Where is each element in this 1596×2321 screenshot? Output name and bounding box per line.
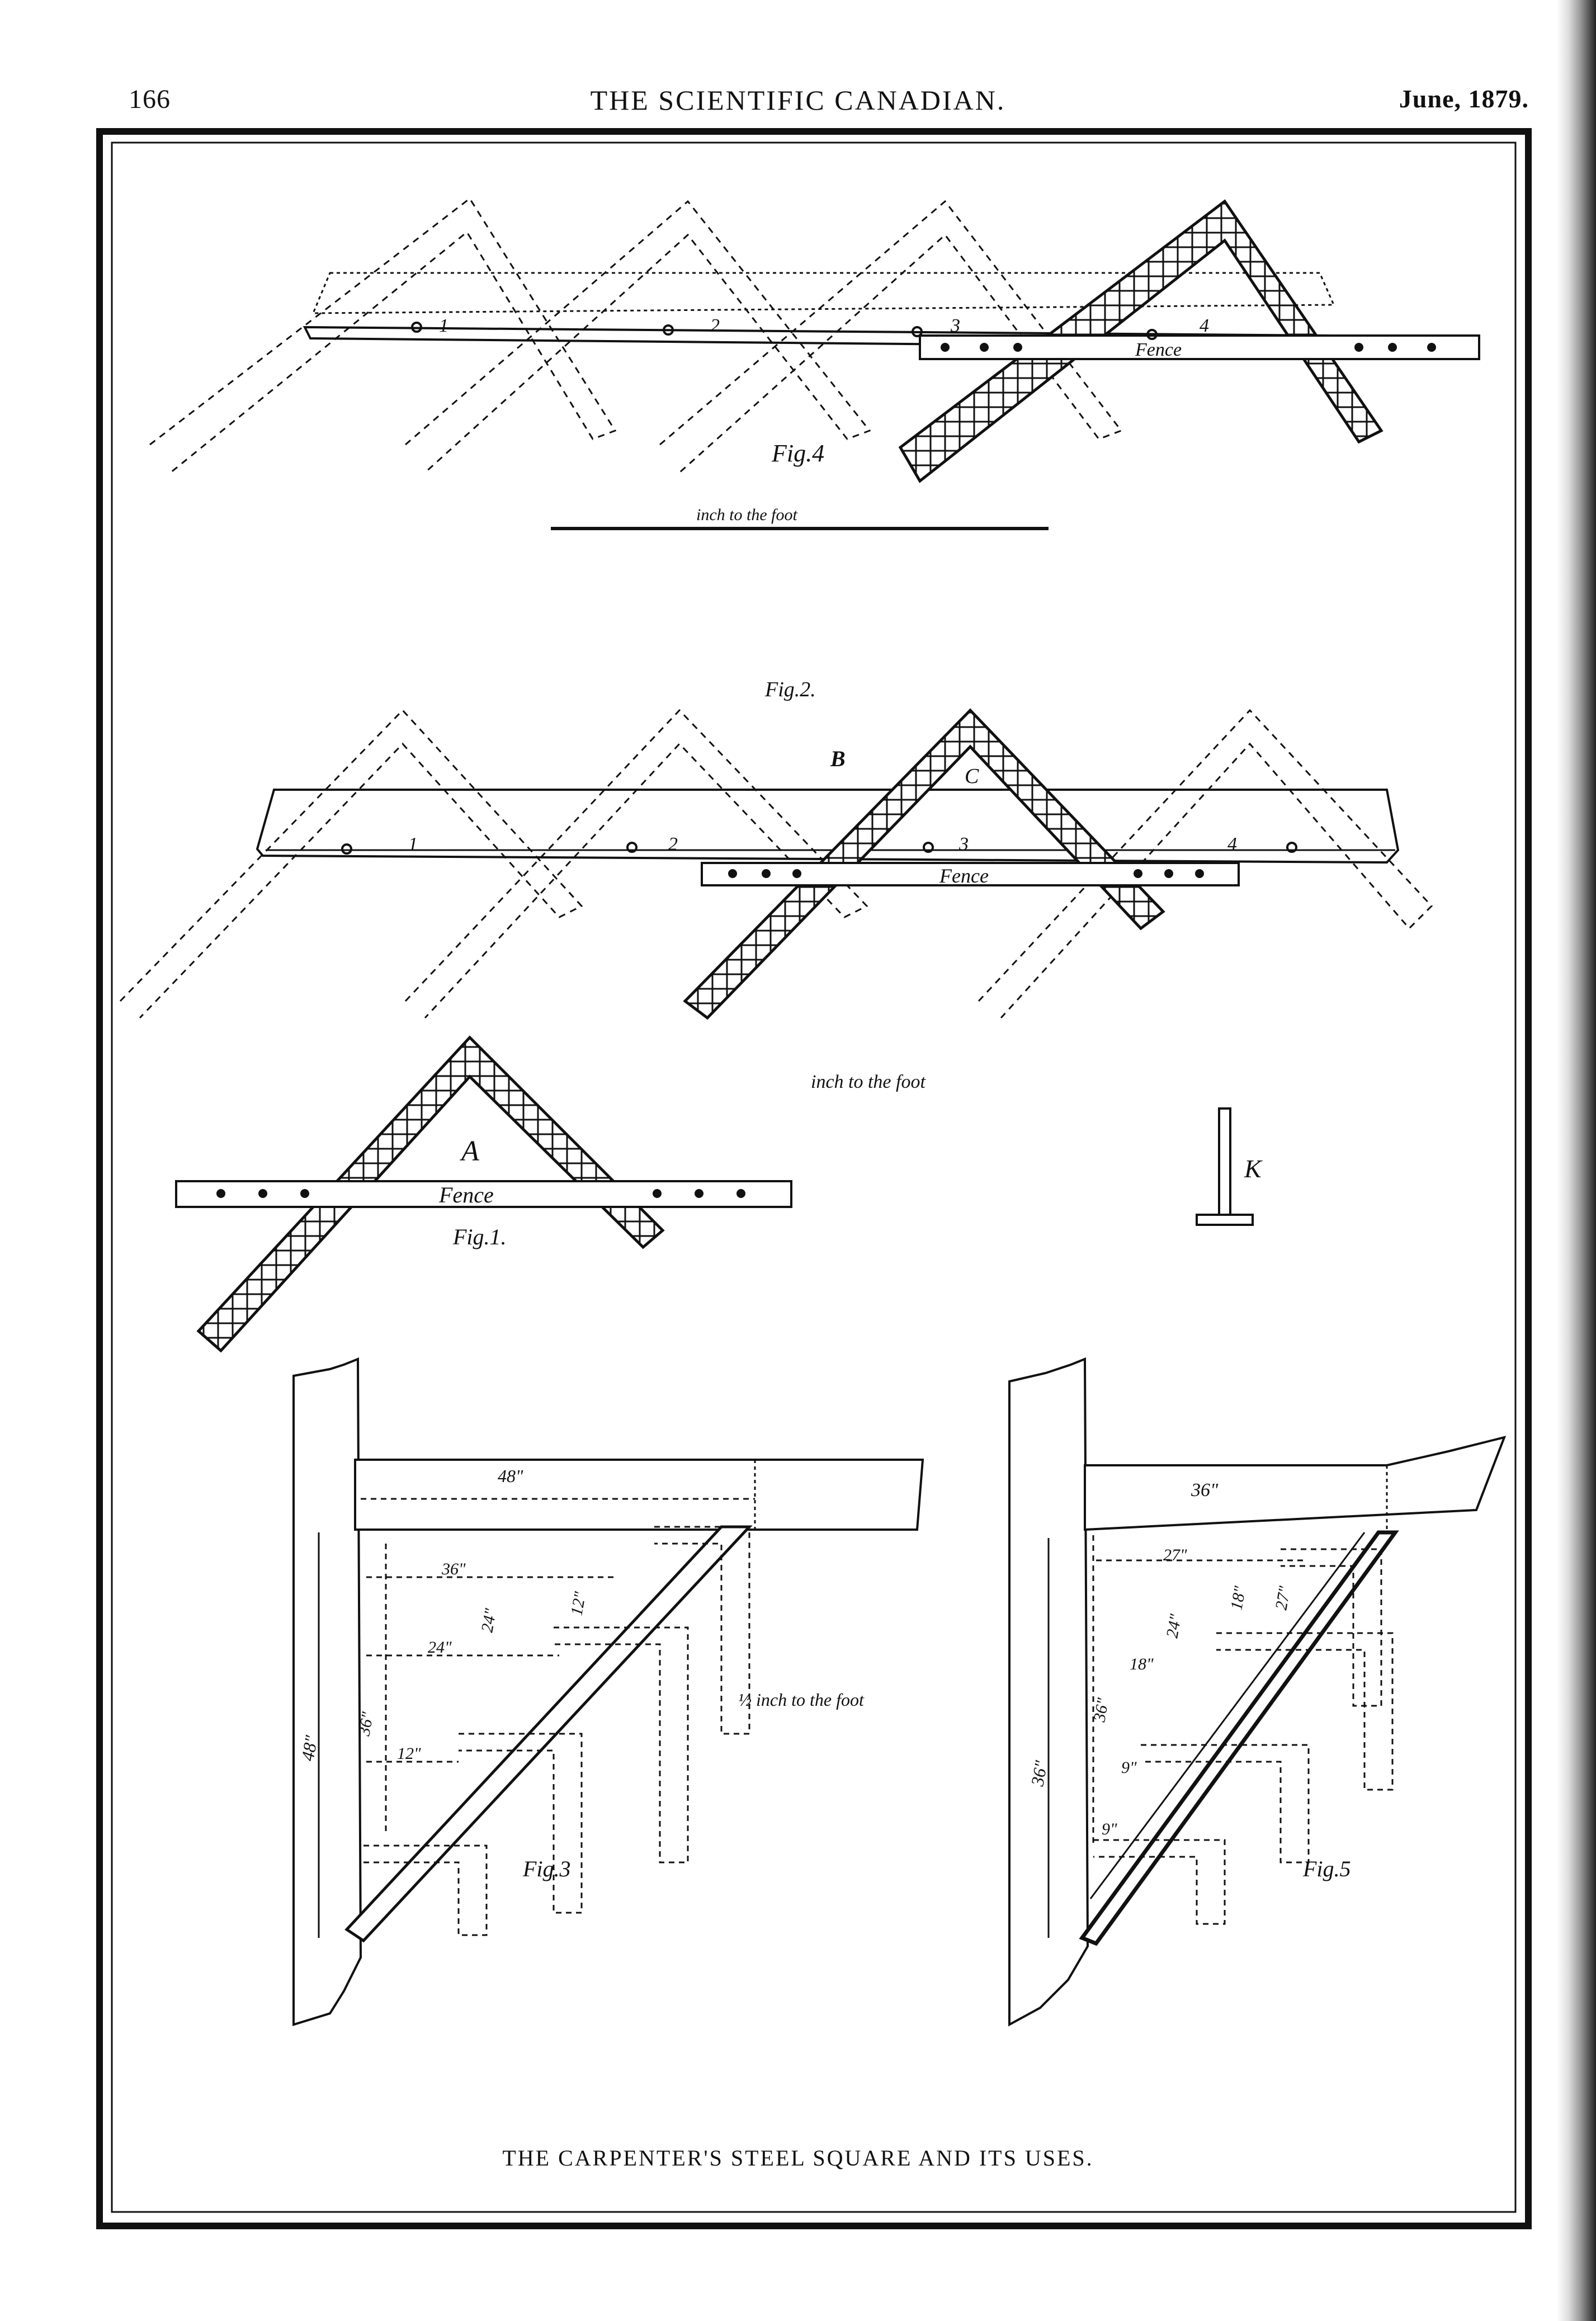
fig5-dim-27: 27" xyxy=(1163,1546,1187,1564)
fig5-dim-18b: 18" xyxy=(1130,1655,1154,1673)
plate-border-inner xyxy=(111,141,1517,2213)
fig2-letter-c: C xyxy=(965,765,979,788)
fig5-dim-18a: 18" xyxy=(1227,1584,1249,1611)
fig3-dim-v24: 24" xyxy=(478,1607,500,1634)
fig5-dim-36v: 36" xyxy=(1090,1696,1112,1724)
fig3-dim-top: 48" xyxy=(498,1466,523,1486)
figure-5 xyxy=(1008,1357,1507,2027)
fig3-dim-left: 48" xyxy=(297,1734,321,1763)
fig2-scale: inch to the foot xyxy=(811,1072,926,1092)
fig1-fence-label: Fence xyxy=(438,1182,494,1207)
journal-title: THE SCIENTIFIC CANADIAN. xyxy=(590,84,1006,116)
figure-3 xyxy=(292,1357,924,2026)
fig4-mark-4: 4 xyxy=(1200,315,1209,336)
figure-k xyxy=(1196,1107,1254,1226)
fig4-mark-3: 3 xyxy=(950,315,960,336)
figure-2 xyxy=(119,708,1433,1020)
fig1-label: Fig.1. xyxy=(452,1224,507,1249)
figk-letter: K xyxy=(1244,1154,1263,1183)
fig4-fence-label: Fence xyxy=(1135,339,1182,360)
fig2-mark-4: 4 xyxy=(1227,834,1237,855)
figure-1 xyxy=(175,1035,792,1353)
fig2-letter-b: B xyxy=(830,746,846,771)
fig5-dim-9b: 9" xyxy=(1102,1820,1117,1838)
fig2-fence-label: Fence xyxy=(939,865,989,887)
fig3-dim-36: 36" xyxy=(441,1560,466,1578)
fig5-dim-27v: 27" xyxy=(1272,1584,1294,1611)
issue-date: June, 1879. xyxy=(1399,84,1529,113)
fig3-dim-v36: 36" xyxy=(355,1710,377,1738)
fig4-mark-2: 2 xyxy=(710,315,720,336)
fig2-label: Fig.2. xyxy=(764,678,816,701)
fig3-dim-12: 12" xyxy=(397,1744,421,1763)
fig5-dim-top: 36" xyxy=(1191,1480,1219,1501)
fig3-scale: ½ inch to the foot xyxy=(738,1690,865,1710)
fig5-dim-24: 24" xyxy=(1163,1612,1185,1639)
fig5-label: Fig.5 xyxy=(1302,1856,1351,1881)
fig5-dim-9a: 9" xyxy=(1121,1758,1137,1777)
fig4-mark-1: 1 xyxy=(439,315,448,336)
fig5-dim-left: 36" xyxy=(1027,1759,1051,1789)
fig2-mark-3: 3 xyxy=(958,834,969,855)
fig3-label: Fig.3 xyxy=(522,1856,571,1881)
plate-border-outer xyxy=(96,128,1532,2229)
page-number: 166 xyxy=(129,84,171,114)
fig3-dim-24: 24" xyxy=(428,1638,452,1657)
fig2-mark-1: 1 xyxy=(408,834,418,855)
plate-caption: THE CARPENTER'S STEEL SQUARE AND ITS USE… xyxy=(502,2145,1094,2171)
figure-4 xyxy=(149,197,1480,530)
fig3-dim-v12: 12" xyxy=(567,1590,589,1617)
page-gutter-shadow xyxy=(1557,0,1596,2321)
fig1-letter-a: A xyxy=(460,1135,479,1167)
fig4-label: Fig.4 xyxy=(771,440,824,467)
fig2-mark-2: 2 xyxy=(668,834,678,855)
fig4-scale: inch to the foot xyxy=(696,506,797,524)
